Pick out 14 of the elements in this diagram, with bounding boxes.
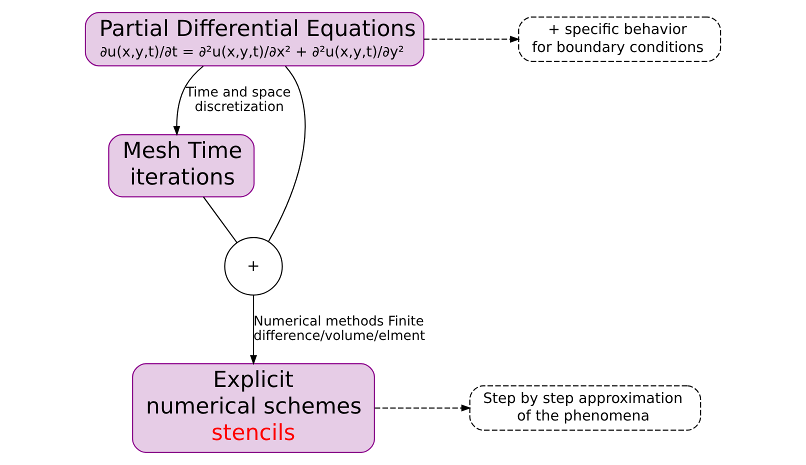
arrow <box>374 404 472 412</box>
node-box: + specific behavior for boundary conditions <box>518 16 722 62</box>
node-circle: + <box>224 237 283 296</box>
arrow <box>173 66 204 136</box>
edge-label: Time and space discretization <box>186 85 291 115</box>
connector <box>268 66 306 242</box>
arrow <box>250 295 258 366</box>
node-box: Partial Differential Equations ∂u(x,y,t)/∂t = ∂²u(x,y,t)/∂x² + ∂²u(x,y,t)/∂y² <box>84 12 424 66</box>
node-box: Explicit numerical schemes stencils <box>132 363 375 453</box>
edge-label: Numerical methods Finite difference/volume/elment <box>254 314 426 344</box>
arrow <box>424 36 520 43</box>
connector <box>202 196 238 244</box>
node-box: Step by step approximation of the phenomena <box>469 385 702 431</box>
node-box: Mesh Time iterations <box>108 134 255 198</box>
